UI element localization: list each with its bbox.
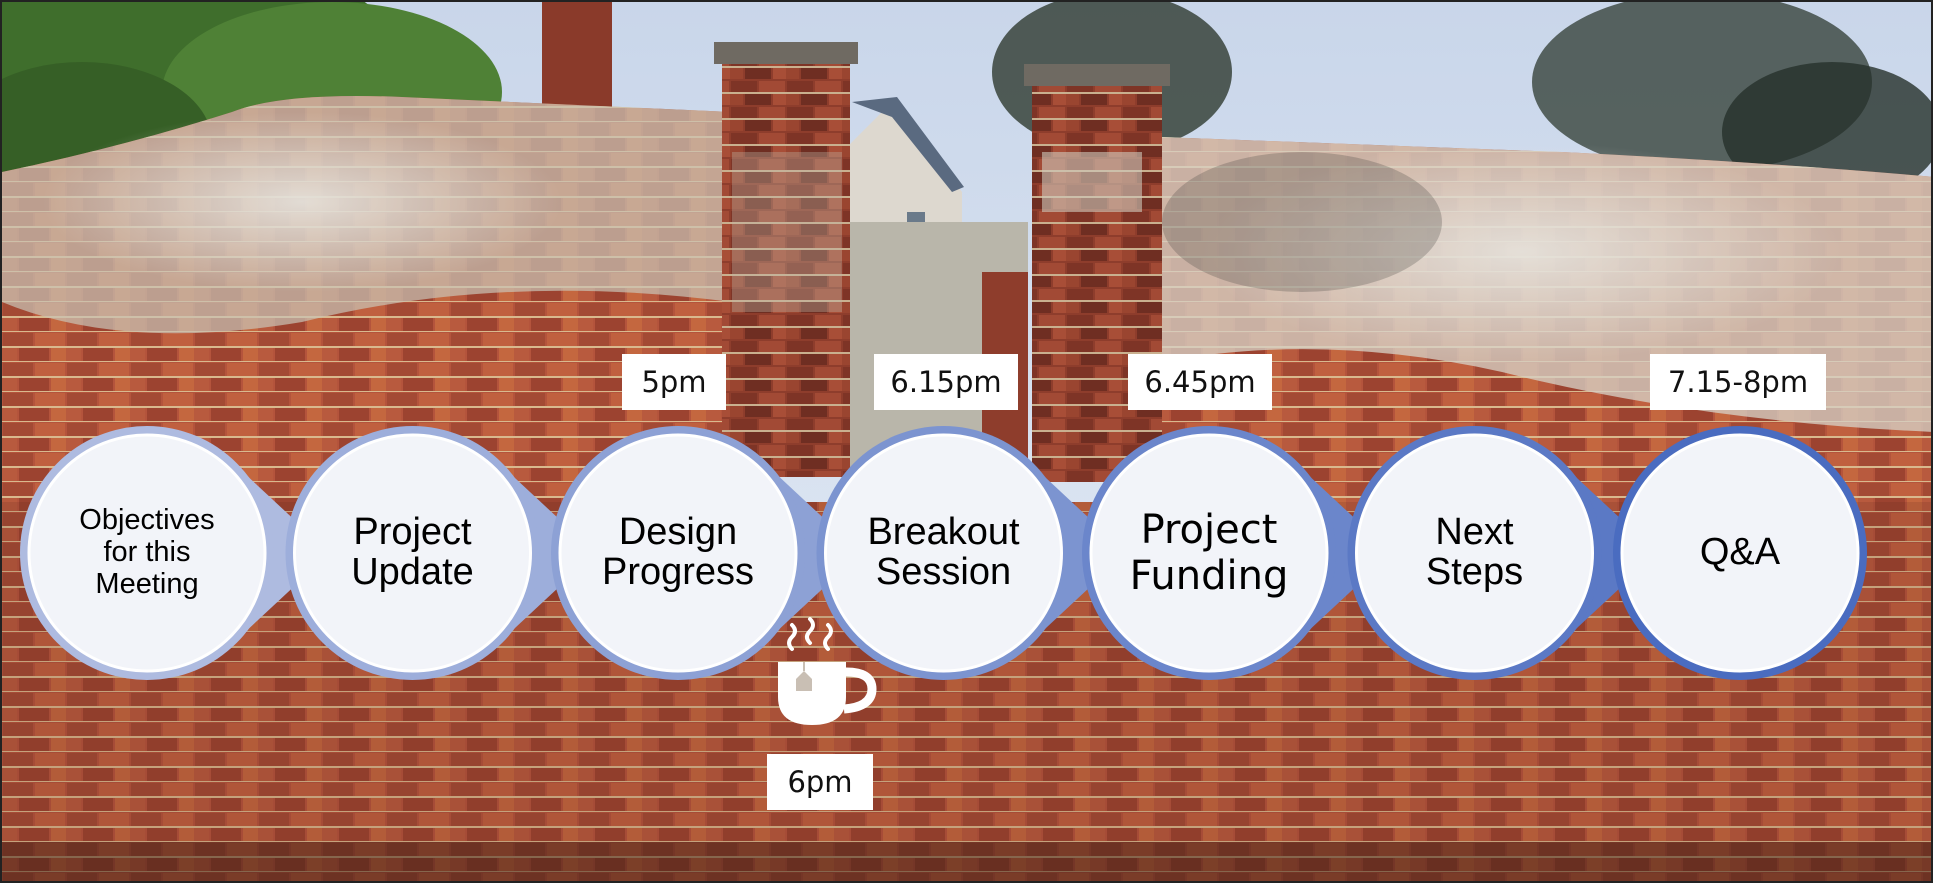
step-breakout-session: Breakout Session [867,511,1020,593]
step-design-progress: Design Progress [601,511,755,593]
step-next-steps: Next Steps [1425,511,1524,593]
coffee-cup-icon [778,617,877,725]
step-circle-design-progress [551,426,861,680]
step-circle-project-update [285,426,596,680]
step-qa: Q&A [1699,531,1781,574]
time-label-645pm: 6.45pm [1128,354,1272,410]
step-circle-next-steps [1347,426,1658,680]
step-circle-objectives [20,426,330,680]
step-project-update: Project Update [351,511,474,593]
time-label-5pm: 5pm [622,354,726,410]
step-objectives: Objectives for this Meeting [79,504,215,600]
step-circle-project-funding [1082,426,1392,680]
time-label-615pm: 6.15pm [874,354,1018,410]
step-circle-breakout-session [816,426,1127,680]
time-label-6pm: 6pm [767,754,873,810]
time-label-715-8pm: 7.15-8pm [1650,354,1826,410]
step-circle-qa [1613,426,1867,680]
step-project-funding: Project Funding [1129,507,1289,599]
